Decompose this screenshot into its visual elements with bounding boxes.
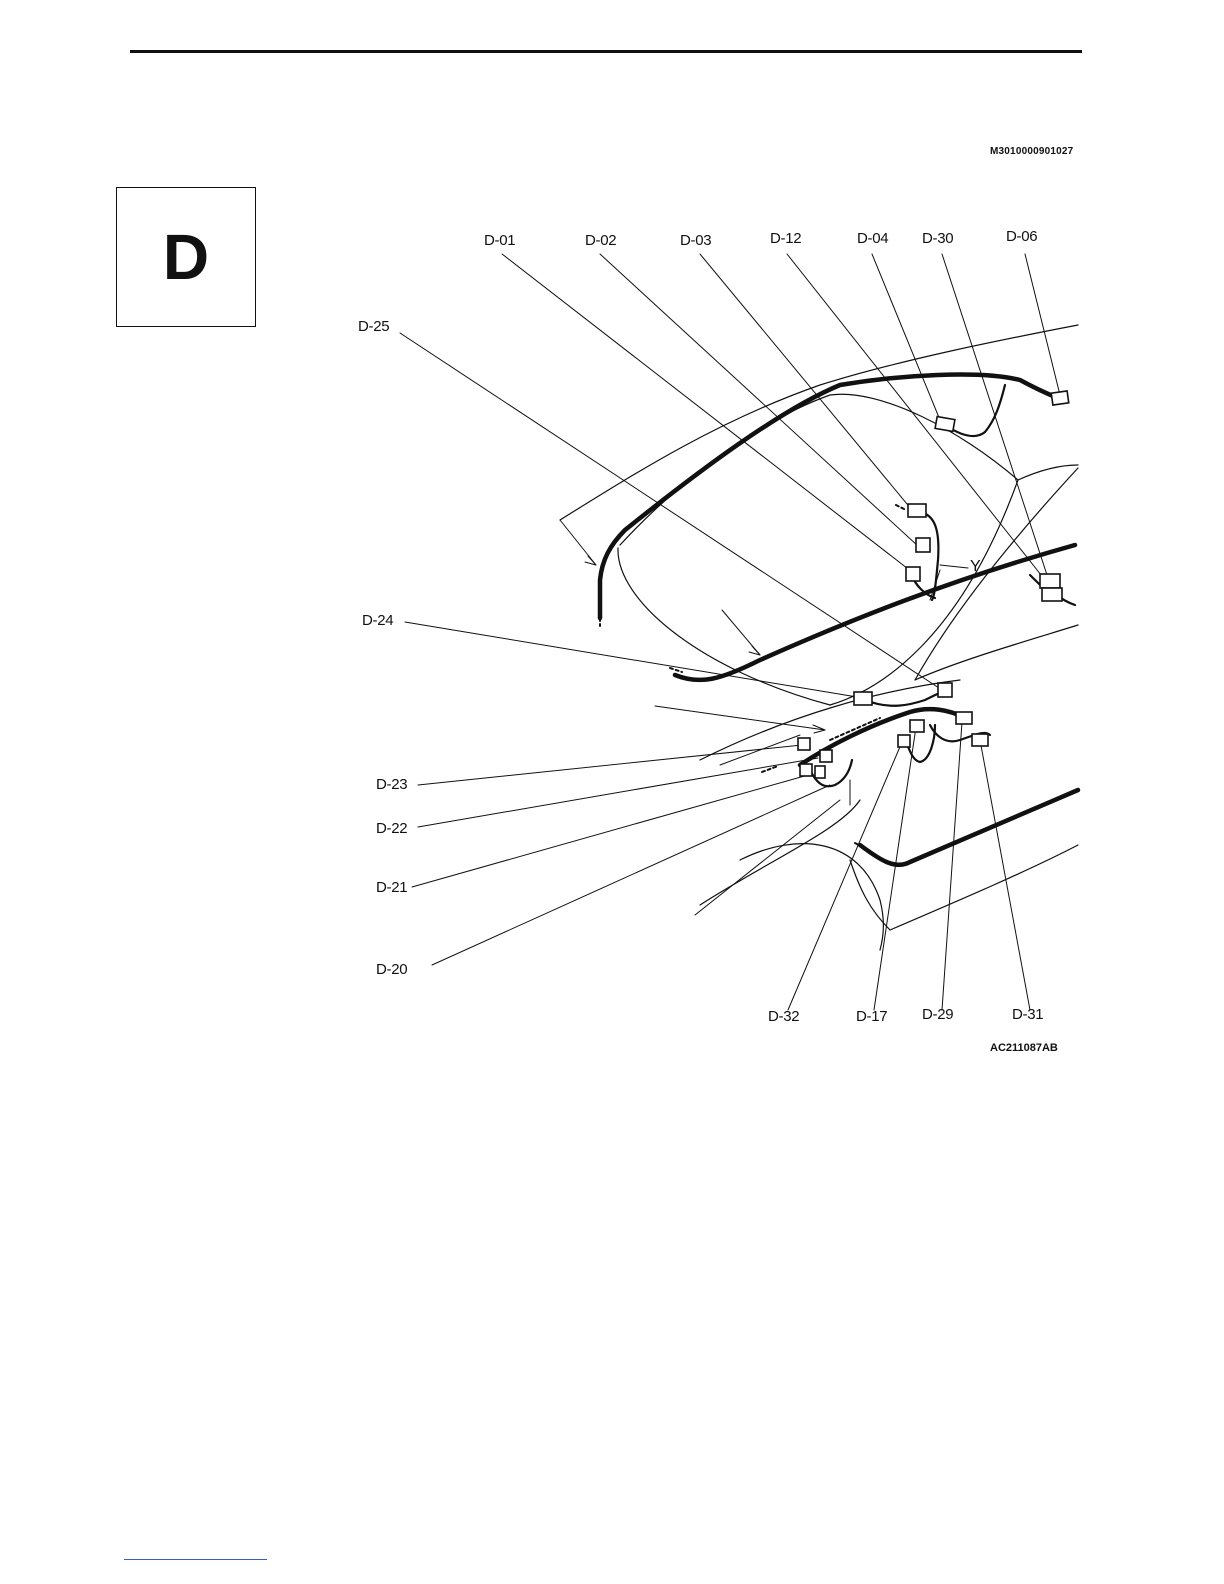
connector-label-d24: D-24 [362,612,393,629]
connector-label-d29: D-29 [922,1006,953,1023]
main-harness [600,375,1078,865]
connector-label-d17: D-17 [856,1008,887,1025]
callout-letter-y: Y [970,558,980,576]
connector-label-d25: D-25 [358,318,389,335]
connector-label-d04: D-04 [857,230,888,247]
connector-label-d01: D-01 [484,232,515,249]
connector-label-d32: D-32 [768,1008,799,1025]
dashed-wire-ends [600,505,906,849]
pointer-arrows [560,520,850,915]
connector-label-d20: D-20 [376,961,407,978]
footer-link-rule [124,1559,267,1560]
connector-label-d23: D-23 [376,776,407,793]
figure-code: AC211087AB [990,1042,1058,1054]
vehicle-body-outline [560,325,1078,950]
connector-label-d21: D-21 [376,879,407,896]
connector-label-d30: D-30 [922,230,953,247]
leader-lines [400,254,1060,1010]
connector-label-d06: D-06 [1006,228,1037,245]
connector-label-d02: D-02 [585,232,616,249]
connector-label-d12: D-12 [770,230,801,247]
connector-blocks [798,391,1069,778]
connector-label-d22: D-22 [376,820,407,837]
connector-label-d03: D-03 [680,232,711,249]
connector-label-d31: D-31 [1012,1006,1043,1023]
